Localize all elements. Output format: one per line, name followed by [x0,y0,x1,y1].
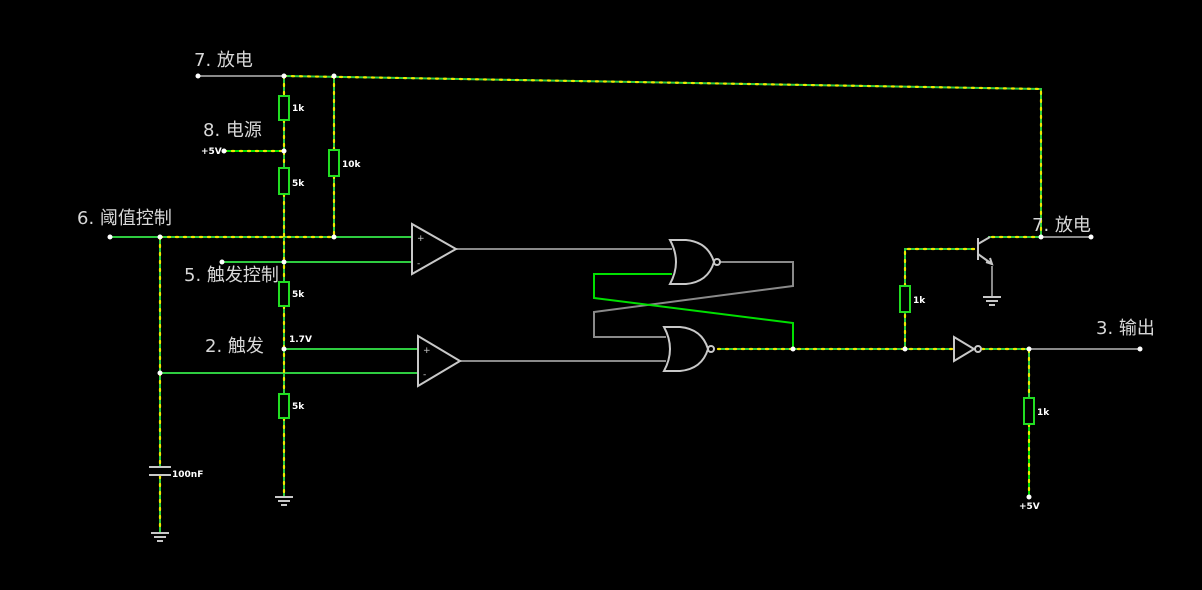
comparator-icon [417,334,462,388]
resistor-base[interactable]: 1k [899,285,926,313]
current-dots [158,74,1043,534]
pin6-label: 6. 阈值控制 [77,208,172,229]
wire-latch-b [593,273,794,349]
r5k-b-value: 5k [292,290,305,300]
resistor-icon [278,167,290,195]
ground-emitter [983,296,1001,306]
resistor-r5k-b[interactable]: 5k [278,281,305,307]
pin8-label: 8. 电源 [203,120,262,141]
comp2-minus: - [423,370,426,380]
comparator-trigger[interactable]: + - [417,334,462,388]
inverter-bubble [974,345,982,353]
wires [110,75,1140,532]
resistor-r5k-a[interactable]: 5k [278,167,305,195]
resistor-r5k-c[interactable]: 5k [278,393,305,419]
resistor-icon [899,285,911,313]
pin7-right-label: 7. 放电 [1032,215,1091,236]
nor-gate-icon [668,239,716,285]
junction-nodes [107,73,1143,500]
ground-icon [983,296,1001,306]
pin5-label: 5. 触发控制 [184,265,279,286]
resistor-output[interactable]: 1k [1023,397,1050,425]
supply-right-label: +5V [1019,502,1040,512]
nor-gate-upper[interactable] [668,239,721,285]
r-base-value: 1k [913,296,926,306]
pin7-top-label: 7. 放电 [194,50,253,71]
resistor-icon [328,149,340,177]
supply-left-label: +5V [201,147,222,157]
npn-transistor-icon [977,236,994,266]
comparator-icon [411,222,459,276]
capacitor-100nf[interactable]: 100nF [149,466,203,480]
resistor-r10k[interactable]: 10k [328,149,362,177]
capacitor-icon [149,466,171,476]
resistor-icon [278,393,290,419]
ground-divider [275,496,293,506]
resistor-icon [278,281,290,307]
r-out-value: 1k [1037,408,1050,418]
npn-transistor[interactable] [977,236,994,266]
pin2-label: 2. 触发 [205,336,264,357]
comp1-minus: - [417,259,420,269]
nor-gate-icon [662,326,710,372]
inverter-output[interactable] [953,335,982,363]
nor-lower-bubble [707,345,715,353]
comparator-threshold[interactable]: + - [411,222,459,276]
ground-icon [275,496,293,506]
wire-base-r-top [904,248,975,286]
r10k-value: 10k [342,160,362,170]
ground-icon [151,532,169,542]
pin3-label: 3. 输出 [1096,318,1155,339]
comp1-plus: + [417,234,425,244]
r5k-c-value: 5k [292,402,305,412]
resistor-icon [278,95,290,121]
r1k-top-value: 1k [292,104,305,114]
wire-latch-a [593,261,794,338]
r5k-a-value: 5k [292,179,305,189]
comp2-plus: + [423,346,431,356]
resistor-icon [1023,397,1035,425]
wire-discharge-rail [283,75,1042,237]
cap-value: 100nF [172,470,203,480]
nor-upper-bubble [713,258,721,266]
inverter-icon [953,335,976,363]
ground-left [151,532,169,542]
resistor-r1k-top[interactable]: 1k [278,95,305,121]
ref-voltage-label: 1.7V [289,335,312,345]
nor-gate-lower[interactable] [662,326,715,372]
